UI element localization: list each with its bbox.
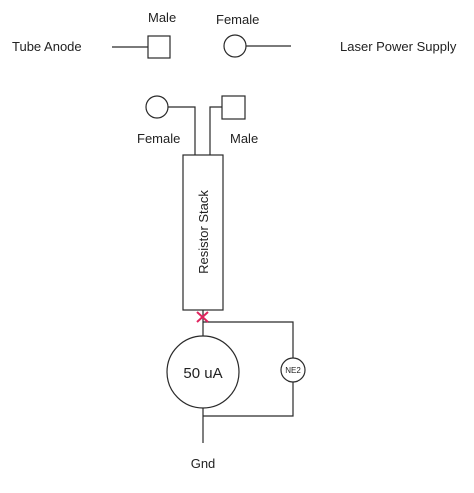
legend-female-label: Female: [216, 12, 259, 27]
connector-female-label: Female: [137, 131, 180, 146]
male-connector-lead: [209, 106, 222, 155]
legend-female-connector-icon: [223, 34, 247, 58]
ammeter-label: 50 uA: [183, 365, 222, 382]
neon-bypass-top-wire: [203, 321, 294, 358]
junction-mark: [196, 311, 209, 323]
neon-bulb-label: NE2: [285, 366, 301, 375]
female-connector-icon: [145, 95, 169, 119]
legend-male-connector-icon: [147, 35, 171, 59]
resistor-stack-label: Resistor Stack: [196, 190, 211, 274]
female-connector-lead: [168, 106, 196, 155]
resistor-stack: [182, 154, 224, 311]
ground-label: Gnd: [191, 456, 216, 471]
legend-male-label: Male: [148, 10, 176, 25]
neon-bulb-ne2: [280, 357, 306, 383]
neon-bypass-bottom-wire: [203, 382, 294, 417]
connector-male-label: Male: [230, 131, 258, 146]
male-connector-icon: [221, 95, 246, 120]
legend-tube-anode-label: Tube Anode: [12, 39, 82, 54]
legend-laser-power-supply-label: Laser Power Supply: [340, 39, 457, 54]
